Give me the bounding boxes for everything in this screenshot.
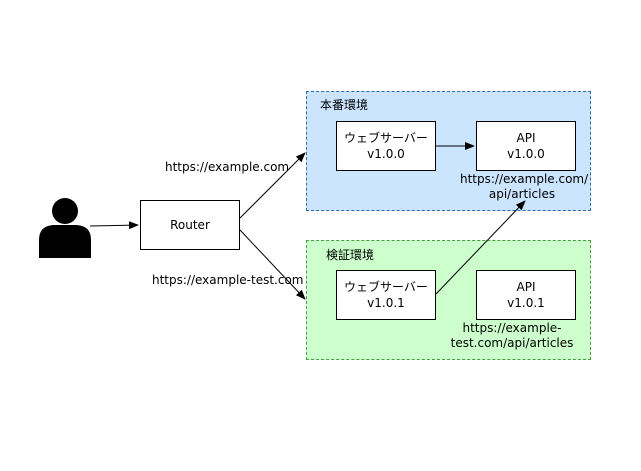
test-api-url-line1: https://example- <box>462 321 562 335</box>
test-api-version: v1.0.1 <box>507 296 545 310</box>
test-api-url: https://example- test.com/api/articles <box>450 321 574 351</box>
test-web-server-version: v1.0.1 <box>367 296 405 310</box>
test-web-server-name: ウェブサーバー <box>344 280 428 294</box>
test-api-name: API <box>516 280 536 294</box>
test-web-to-prod-api-arrow <box>435 200 526 295</box>
prod-api-name: API <box>516 131 536 145</box>
router-label: Router <box>170 218 210 232</box>
production-route-label: https://example.com <box>165 160 290 174</box>
user-to-router-arrow <box>89 221 139 230</box>
prod-api-box: API v1.0.0 <box>476 121 576 171</box>
test-route-label: https://example-test.com <box>152 273 304 287</box>
prod-web-server-name: ウェブサーバー <box>344 131 428 145</box>
router-to-test-arrow <box>239 229 306 300</box>
prod-api-url: https://example.com/ api/articles <box>460 172 589 202</box>
router-box: Router <box>140 200 240 250</box>
test-api-box: API v1.0.1 <box>476 270 576 320</box>
router-to-production-arrow <box>239 152 306 219</box>
prod-web-server-box: ウェブサーバー v1.0.0 <box>336 121 436 171</box>
prod-api-url-line1: https://example.com/ <box>460 172 589 186</box>
production-environment-label: 本番環境 <box>320 98 369 112</box>
prod-web-server-version: v1.0.0 <box>367 147 405 161</box>
test-environment-label: 検証環境 <box>326 248 375 262</box>
prod-api-url-line2: api/articles <box>488 187 556 201</box>
test-api-url-line2: test.com/api/articles <box>450 336 574 350</box>
prod-api-version: v1.0.0 <box>507 147 545 161</box>
test-web-server-box: ウェブサーバー v1.0.1 <box>336 270 436 320</box>
person-icon <box>39 198 91 258</box>
